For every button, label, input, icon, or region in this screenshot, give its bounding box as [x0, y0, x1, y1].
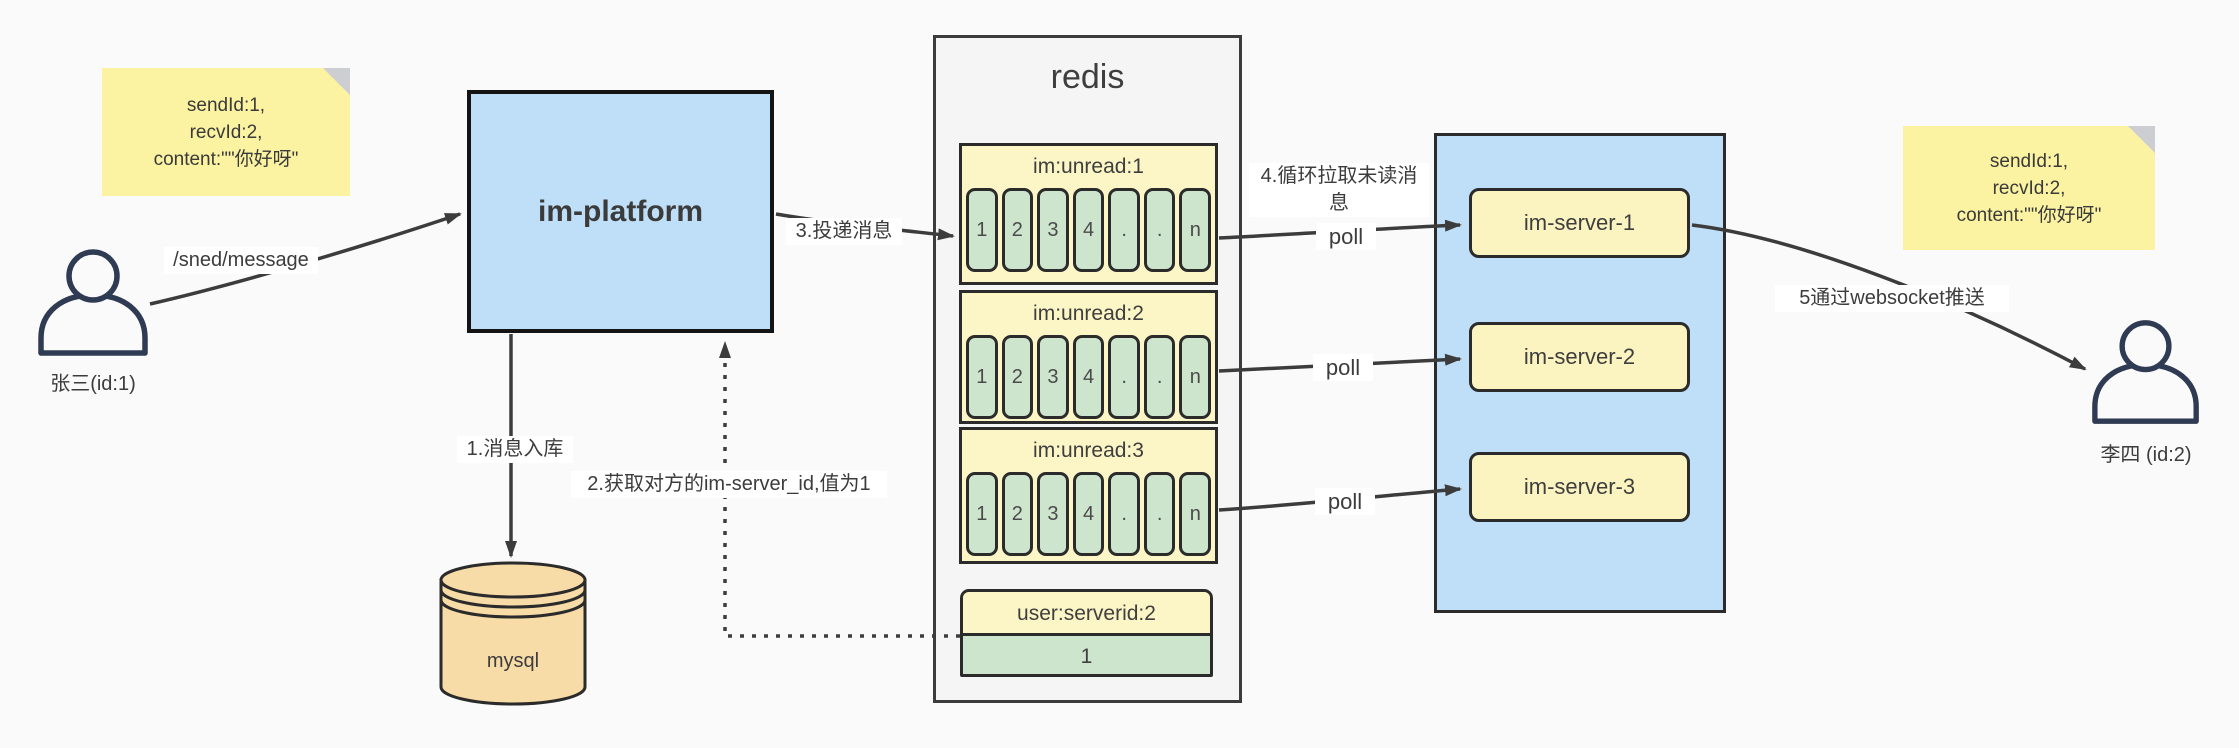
queue-cells: 1 2 3 4 . . n: [962, 188, 1215, 272]
im-server-1-label: im-server-1: [1523, 210, 1636, 235]
queue-name: im:unread:1: [1033, 155, 1144, 178]
queue-cell: 4: [1072, 472, 1105, 556]
person-icon: [2092, 320, 2199, 424]
queue-cells: 1 2 3 4 . . n: [962, 472, 1215, 556]
sticky-note-right: sendId:1, recvId:2, content:""你好呀": [1903, 126, 2155, 250]
database-cylinder-icon: [439, 561, 587, 706]
queue-cell: 4: [1072, 188, 1105, 272]
note-line: sendId:1,: [186, 94, 266, 116]
queue-im-unread-3: im:unread:3 1 2 3 4 . . n: [959, 427, 1218, 564]
queue-cell: .: [1108, 188, 1140, 272]
kv-value: 1: [963, 636, 1210, 674]
queue-cell: 3: [1037, 188, 1069, 272]
queue-cell: 1: [966, 335, 998, 419]
queue-cell: .: [1143, 335, 1176, 419]
queue-name: im:unread:2: [1033, 302, 1144, 325]
im-platform-label: im-platform: [538, 194, 703, 228]
queue-cell: 3: [1037, 472, 1069, 556]
queue-cell: 4: [1072, 335, 1105, 419]
queue-cell: n: [1179, 188, 1212, 272]
label-poll-description: 4.循环拉取未读消息: [1249, 163, 1429, 217]
kv-key: user:serverid:2: [963, 592, 1210, 636]
sticky-note-left: sendId:1, recvId:2, content:""你好呀": [102, 68, 350, 196]
label-store-message: 1.消息入库: [457, 436, 573, 463]
queue-cell: 2: [1001, 472, 1034, 556]
kv-user-serverid: user:serverid:2 1: [960, 589, 1213, 677]
im-server-3-box: im-server-3: [1469, 452, 1690, 522]
im-server-2-label: im-server-2: [1523, 344, 1636, 369]
queue-cell: n: [1179, 472, 1212, 556]
im-server-3-label: im-server-3: [1523, 474, 1636, 499]
queue-im-unread-2: im:unread:2 1 2 3 4 . . n: [959, 290, 1218, 424]
queue-cell: .: [1143, 188, 1176, 272]
queue-cell: .: [1108, 335, 1140, 419]
note-line: recvId:2,: [1992, 177, 2066, 199]
label-send-message: /sned/message: [164, 247, 318, 274]
note-line: recvId:2,: [189, 121, 263, 143]
queue-name: im:unread:3: [1033, 439, 1144, 462]
sender-label: 张三(id:1): [50, 373, 136, 395]
person-icon: [38, 249, 148, 356]
queue-cell: .: [1108, 472, 1140, 556]
note-line: content:""你好呀": [153, 148, 299, 170]
im-server-2-box: im-server-2: [1469, 322, 1690, 392]
label-poll-2: poll: [1313, 354, 1373, 381]
im-server-1-box: im-server-1: [1469, 188, 1690, 258]
label-fetch-serverid: 2.获取对方的im-server_id,值为1: [571, 471, 887, 498]
queue-cell: 3: [1037, 335, 1069, 419]
queue-cell: 2: [1001, 335, 1034, 419]
label-poll-1: poll: [1316, 223, 1376, 250]
label-websocket-push: 5通过websocket推送: [1775, 285, 2009, 312]
label-deliver-message: 3.投递消息: [786, 218, 902, 245]
note-line: content:""你好呀": [1956, 204, 2102, 226]
redis-title: redis: [1050, 58, 1125, 96]
im-platform-box: im-platform: [467, 90, 774, 333]
note-line: sendId:1,: [1989, 150, 2069, 172]
receiver-label: 李四 (id:2): [2100, 444, 2192, 466]
queue-cell: 1: [966, 472, 998, 556]
queue-cells: 1 2 3 4 . . n: [962, 335, 1215, 419]
queue-cell: n: [1179, 335, 1212, 419]
queue-cell: .: [1143, 472, 1176, 556]
mysql-label: mysql: [486, 650, 540, 672]
label-poll-3: poll: [1315, 488, 1375, 515]
queue-im-unread-1: im:unread:1 1 2 3 4 . . n: [959, 143, 1218, 285]
queue-cell: 1: [966, 188, 998, 272]
queue-cell: 2: [1001, 188, 1034, 272]
